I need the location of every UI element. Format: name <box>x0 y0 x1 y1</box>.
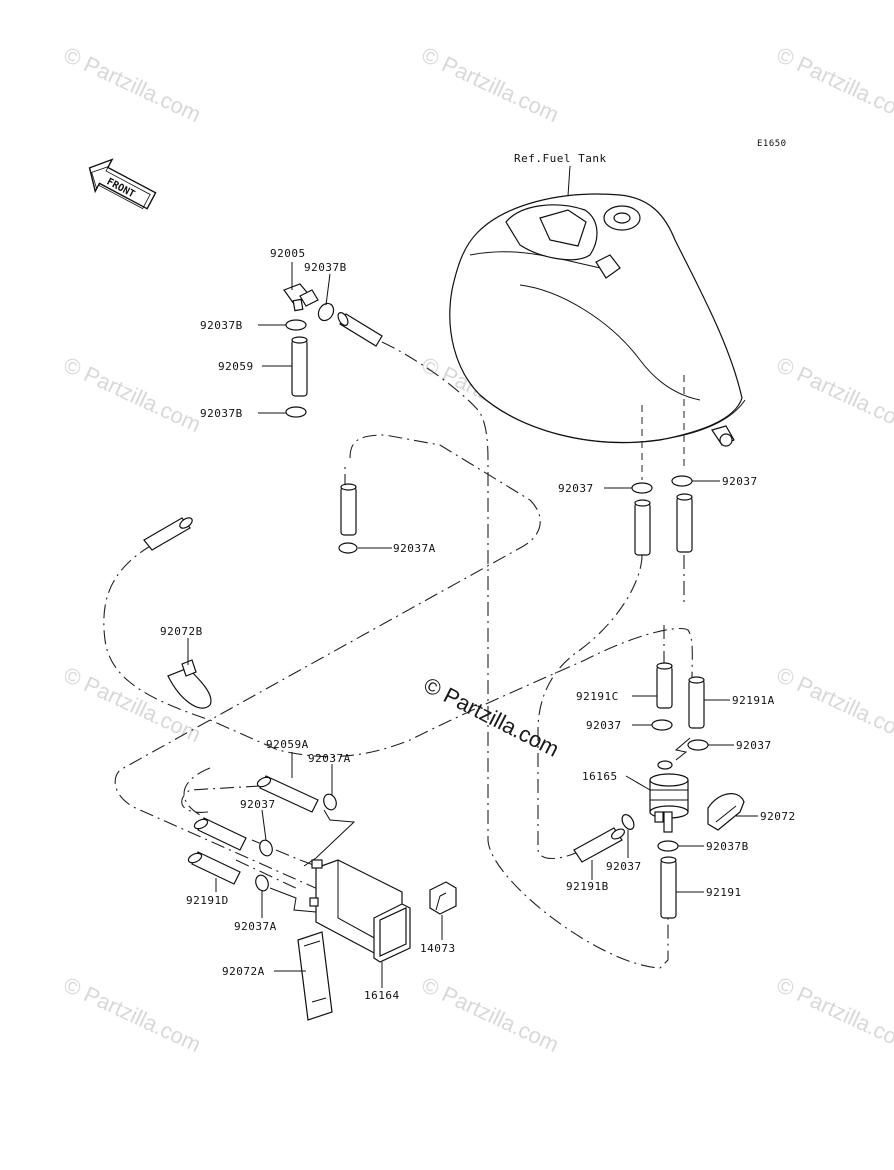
callout-92059: 92059 <box>218 360 254 373</box>
callout-92005: 92005 <box>270 247 306 260</box>
watermark-4: © Partzilla.com <box>60 352 205 437</box>
callout-92191: 92191 <box>706 886 742 899</box>
callout-16164: 16164 <box>364 989 400 1002</box>
watermark-8: © Partzilla.com <box>773 662 894 747</box>
callout-92059A: 92059A <box>266 738 309 751</box>
diagram-code: E1650 <box>757 139 787 149</box>
watermark-11: © Partzilla.com <box>773 972 894 1057</box>
callout-92037A-mid: 92037A <box>393 542 436 555</box>
hose-92037A-group <box>143 483 358 554</box>
callout-92072B: 92072B <box>160 625 203 638</box>
callout-92191B: 92191B <box>566 880 609 893</box>
callout-14073: 14073 <box>420 942 456 955</box>
callout-92037A-canister: 92037A <box>308 752 351 765</box>
ref-fuel-tank-label: Ref.Fuel Tank <box>514 152 607 165</box>
callout-92191D: 92191D <box>186 894 229 907</box>
front-arrow-icon: FRONT <box>88 158 157 210</box>
watermark-3: © Partzilla.com <box>773 42 894 127</box>
callout-92037-filter-right: 92037 <box>736 739 772 752</box>
watermark-6: © Partzilla.com <box>773 352 894 437</box>
callout-92037-tank-right: 92037 <box>722 475 758 488</box>
watermark-2: © Partzilla.com <box>418 42 563 127</box>
callout-92072A: 92072A <box>222 965 265 978</box>
strap-92072B <box>167 659 212 709</box>
callout-92072: 92072 <box>760 810 796 823</box>
watermark-9: © Partzilla.com <box>60 972 205 1057</box>
hose-routing <box>103 341 693 969</box>
callout-92037B-top: 92037B <box>304 261 347 274</box>
callouts: 92005 92037B 92037B 92059 92037B 92037A … <box>160 247 796 1002</box>
callout-92037-filter-bottom: 92037 <box>606 860 642 873</box>
callout-92037B-filter: 92037B <box>706 840 749 853</box>
watermark-group: © Partzilla.com © Partzilla.com © Partzi… <box>60 42 894 1057</box>
watermark-center: © Partzilla.com <box>420 672 563 762</box>
callout-92037-tank-left: 92037 <box>558 482 594 495</box>
watermark-1: © Partzilla.com <box>60 42 205 127</box>
callout-92037B-left2: 92037B <box>200 407 243 420</box>
callout-92191C: 92191C <box>576 690 619 703</box>
watermark-10: © Partzilla.com <box>418 972 563 1057</box>
callout-16165: 16165 <box>582 770 618 783</box>
callout-92037A-canister2: 92037A <box>234 920 277 933</box>
leader-lines <box>187 262 758 988</box>
canister-group <box>187 775 457 1021</box>
callout-92037B-left1: 92037B <box>200 319 243 332</box>
fuel-filter-group <box>573 662 745 919</box>
vent-fitting-group <box>283 283 383 418</box>
callout-92191A: 92191A <box>732 694 775 707</box>
fuel-tank: Ref.Fuel Tank <box>449 152 746 447</box>
tank-outlet-hoses <box>631 475 693 556</box>
callout-92037-filter-left: 92037 <box>586 719 622 732</box>
callout-92037-canister: 92037 <box>240 798 276 811</box>
